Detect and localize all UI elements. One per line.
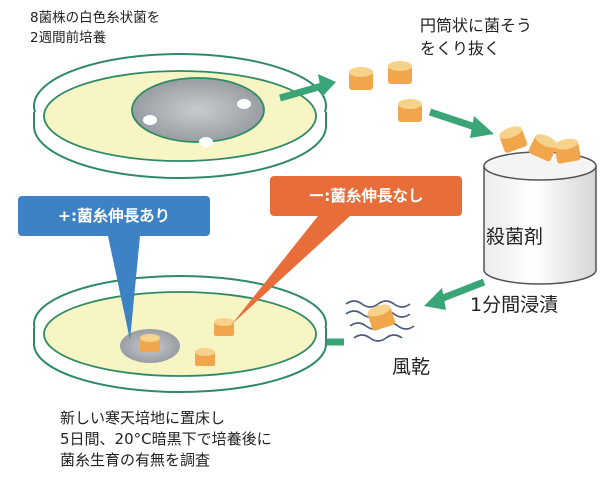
negative-callout-pointer: [232, 216, 350, 324]
inoculum-spot: [143, 115, 157, 125]
agar-plug: [349, 67, 373, 90]
plug-cut-caption-line: をくり抜く: [420, 39, 501, 58]
agar-plug: [195, 348, 215, 366]
inoculum-spot: [237, 99, 251, 109]
arrow-to-cylinder: [428, 108, 494, 138]
preculture-caption: 8菌株の白色糸状菌を 2週間前培養: [30, 8, 160, 48]
result-dish: [33, 275, 327, 393]
plug-cut-caption: 円筒状に菌そう をくり抜く: [420, 14, 532, 60]
agar-plug: [140, 334, 160, 352]
agar-plugs: [349, 61, 422, 122]
incubation-caption-line: 5日間、20°C暗黒下で培養後に: [60, 430, 272, 448]
air-dry-label: 風乾: [392, 356, 431, 378]
incubation-caption: 新しい寒天培地に置床し 5日間、20°C暗黒下で培養後に 菌糸生育の有無を調査: [60, 408, 272, 471]
preculture-caption-line: 2週間前培養: [30, 30, 107, 46]
agar-plug: [214, 318, 234, 336]
agar-plug: [398, 99, 422, 122]
arrow-to-drying: [424, 278, 486, 310]
white-fungus-colony: [131, 77, 265, 143]
disinfectant-label: 殺菌剤: [486, 226, 544, 248]
inoculum-spot: [199, 137, 213, 147]
incubation-caption-line: 菌糸生育の有無を調査: [60, 451, 211, 469]
positive-callout-pointer: [108, 236, 140, 340]
soak-time-label: 1分間浸漬: [470, 294, 559, 316]
agar-plug: [388, 61, 412, 84]
agar-plug: [367, 304, 396, 331]
air-drying-icon: [345, 300, 415, 342]
disinfectant-cylinder: [483, 151, 597, 285]
negative-growth-callout: ー:菌糸伸長なし: [270, 176, 462, 216]
plug-cut-caption-line: 円筒状に菌そう: [420, 16, 533, 35]
preculture-dish: [33, 53, 327, 179]
agar-plug: [554, 138, 581, 164]
agar-plug: [499, 126, 528, 153]
positive-growth-callout: +:菌糸伸長あり: [18, 196, 210, 236]
arrow-to-plugs: [279, 74, 336, 102]
agar-plug: [528, 134, 558, 162]
incubation-caption-line: 新しい寒天培地に置床し: [60, 409, 226, 427]
plugs-dropping: [499, 126, 581, 164]
preculture-caption-line: 8菌株の白色糸状菌を: [30, 10, 161, 26]
